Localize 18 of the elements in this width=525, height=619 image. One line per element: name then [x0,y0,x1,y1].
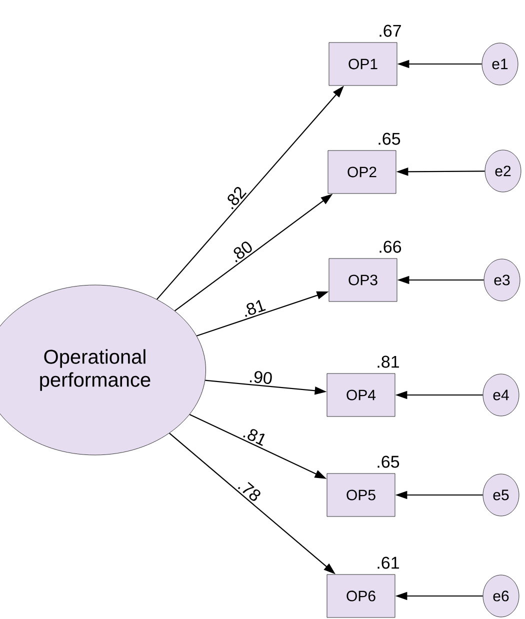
observed-variable-box: OP5 [326,473,396,517]
observed-variable-box: OP4 [326,373,396,417]
r-squared-label: .67 [380,24,401,37]
edge-label: .81 [245,300,266,317]
observed-variable-box: OP2 [328,150,396,194]
r-squared-label: .66 [380,240,402,253]
edge-label: .81 [243,429,265,446]
r-squared-label: .81 [378,356,399,368]
observed-variable-box: OP6 [326,574,396,618]
observed-variable-box: OP1 [328,42,398,86]
r-squared-label: .65 [378,132,400,145]
edge-label: .78 [238,482,260,501]
edge-label: .90 [250,371,272,384]
observed-variable-box: OP3 [328,258,398,302]
r-squared-label: .61 [378,556,399,569]
r-squared-label: .65 [378,456,400,468]
edge-label: .82 [228,186,247,210]
edge-label: .80 [234,242,252,262]
